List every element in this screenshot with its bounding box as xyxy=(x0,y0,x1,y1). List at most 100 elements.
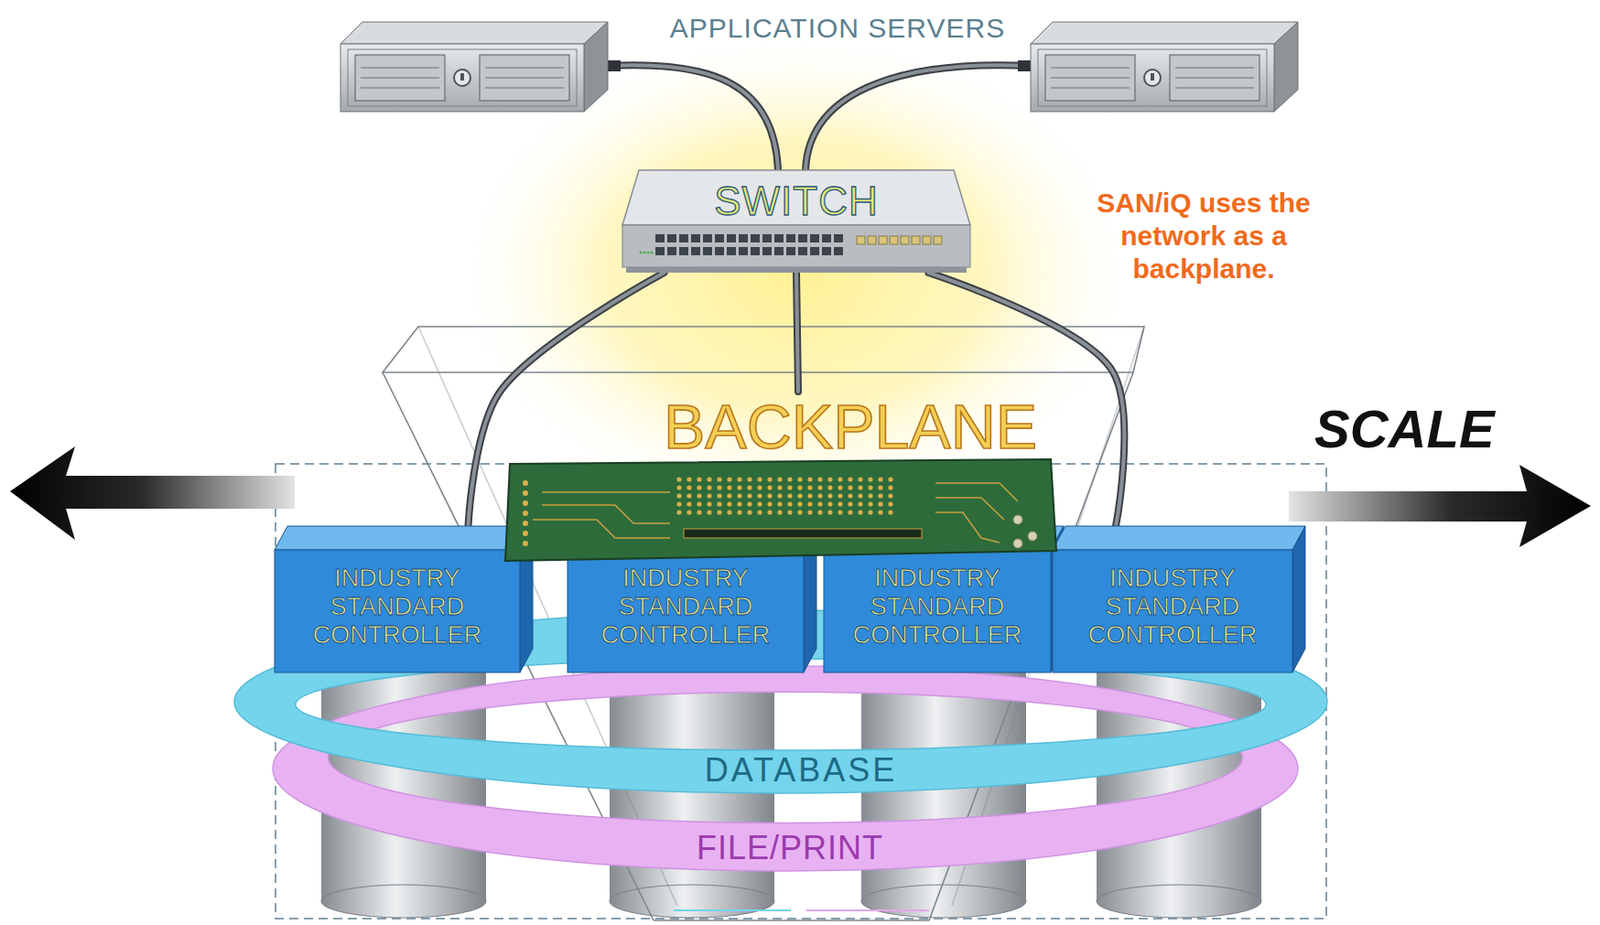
connector-pin xyxy=(676,476,682,482)
server-bezel xyxy=(347,49,577,107)
lock xyxy=(1144,69,1161,87)
bay-slat xyxy=(360,67,440,69)
connector-pin xyxy=(756,493,762,498)
node-text: INDUSTRY STANDARD CONTROLLER xyxy=(301,564,494,650)
disk-base xyxy=(861,885,1027,919)
connector-pin xyxy=(837,501,843,507)
connector-pin xyxy=(777,501,782,507)
controller-box: INDUSTRY STANDARD CONTROLLER xyxy=(274,526,533,673)
controller-side xyxy=(803,526,817,673)
connector-pin xyxy=(767,476,772,482)
connector-pin xyxy=(696,476,702,482)
switch-port xyxy=(762,247,772,256)
connector-pin xyxy=(877,476,883,482)
connector-pin xyxy=(807,476,812,482)
connector-pin xyxy=(787,493,792,498)
switch-uplink xyxy=(878,236,887,245)
connector-pin xyxy=(716,493,722,498)
label-box: SAN/iQ uses the network as a backplane. xyxy=(1061,186,1346,286)
switch-led xyxy=(650,251,654,255)
controller-front xyxy=(1052,550,1293,673)
board-pad xyxy=(522,530,529,537)
switch-port xyxy=(833,234,844,243)
connector-pin xyxy=(827,493,833,498)
connector-pin xyxy=(686,501,692,507)
connector-pin xyxy=(787,476,792,482)
volume-top xyxy=(382,326,1145,373)
connector-pin xyxy=(837,493,843,498)
connector-pin xyxy=(767,493,772,498)
controller-front xyxy=(274,550,520,673)
bay-slat xyxy=(360,77,440,79)
board-trace xyxy=(935,497,1005,520)
connector-pin xyxy=(696,509,702,515)
switch-led xyxy=(643,251,647,255)
connector-pin xyxy=(867,501,873,507)
switch-front xyxy=(622,225,971,268)
connector-slot xyxy=(683,529,922,539)
server-cables xyxy=(605,60,1033,171)
switch-port xyxy=(750,247,760,256)
connector-pin xyxy=(777,476,782,482)
connector-pin xyxy=(696,485,702,490)
switch-port xyxy=(655,234,665,243)
switch-port xyxy=(762,234,772,243)
connector-pin xyxy=(746,493,752,498)
lock xyxy=(454,69,471,87)
switch-port xyxy=(821,234,832,243)
switch-uplink xyxy=(900,236,909,245)
server-front xyxy=(1030,43,1275,112)
bay-slat xyxy=(485,77,564,79)
connector-pin xyxy=(877,501,883,507)
connector-pin xyxy=(857,476,863,482)
connector-pin xyxy=(787,501,792,507)
server-side xyxy=(583,21,608,112)
connector-pin xyxy=(676,485,682,490)
server-top xyxy=(1030,21,1298,44)
switch-port xyxy=(726,247,736,256)
board-trace xyxy=(935,512,1000,543)
keyhole xyxy=(460,73,465,81)
network-switch: SWITCH xyxy=(622,170,971,273)
board-pad xyxy=(522,490,529,497)
connector-pin xyxy=(716,476,722,482)
cable xyxy=(805,64,1031,171)
node-text: DATABASE xyxy=(704,753,898,789)
connector-pin xyxy=(827,476,833,482)
cable-outline xyxy=(796,272,799,392)
switch-port xyxy=(810,234,820,243)
connector-pin xyxy=(797,493,802,498)
node-text: BACKPLANE xyxy=(663,395,1038,458)
connector-pin xyxy=(837,485,843,490)
server-side xyxy=(1274,21,1298,112)
drive-bay xyxy=(1169,54,1260,101)
node-text: INDUSTRY STANDARD CONTROLLER xyxy=(841,564,1034,650)
switch-uplink xyxy=(867,236,876,245)
switch-port xyxy=(774,234,784,243)
connector-pin xyxy=(887,476,893,482)
connector-pin xyxy=(817,509,822,515)
connector-pin xyxy=(746,476,752,482)
connector-pin xyxy=(867,485,873,490)
board-trace xyxy=(532,519,671,539)
drive-bay xyxy=(1045,54,1136,101)
switch-port xyxy=(750,234,760,243)
connector-pin xyxy=(797,501,802,507)
connector-pin xyxy=(877,493,883,498)
switch-led xyxy=(639,251,643,255)
scale-arrow xyxy=(1288,464,1591,548)
volume-edge xyxy=(653,919,930,922)
connector-pin xyxy=(736,501,742,507)
connector-pin xyxy=(877,509,883,515)
connector-pin xyxy=(817,476,822,482)
switch-top xyxy=(622,170,971,226)
server-top xyxy=(340,21,608,44)
connector-pin xyxy=(746,485,752,490)
connector-pin xyxy=(847,501,853,507)
node-text: SWITCH xyxy=(713,179,879,224)
bay-slat xyxy=(1050,67,1130,69)
connector-pin xyxy=(686,493,692,498)
board-trace xyxy=(935,483,1018,502)
connector-pin xyxy=(706,509,712,515)
connector-pin xyxy=(817,493,822,498)
